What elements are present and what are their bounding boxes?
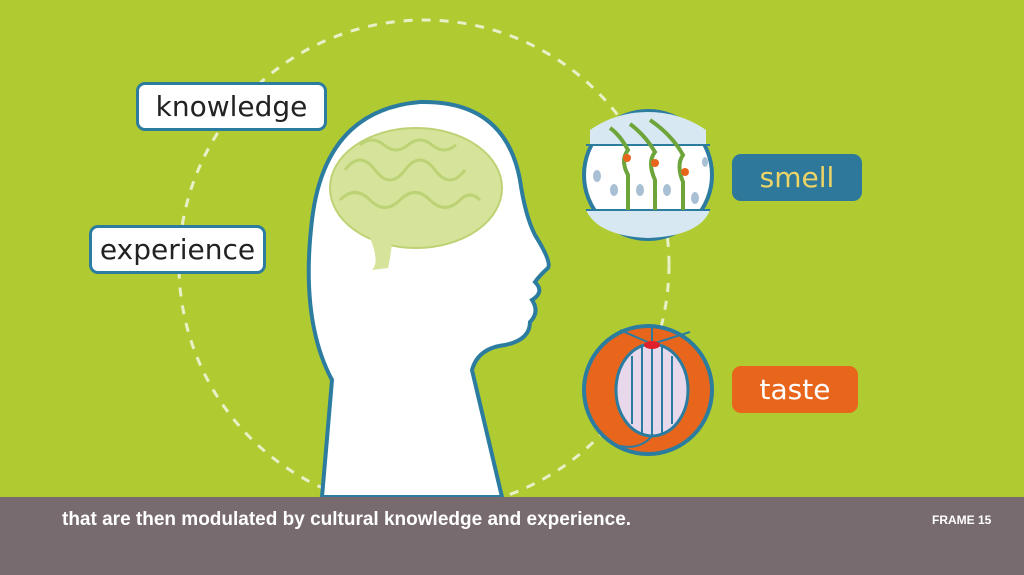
smell-label: smell	[732, 154, 862, 201]
caption-bar: that are then modulated by cultural know…	[0, 497, 1024, 575]
brain-icon	[329, 127, 503, 270]
taste-bud-icon	[582, 324, 714, 456]
caption-text: that are then modulated by cultural know…	[62, 509, 632, 530]
experience-label: experience	[89, 225, 266, 274]
olfactory-cells-icon	[582, 109, 714, 241]
taste-label: taste	[732, 366, 858, 413]
knowledge-label: knowledge	[136, 82, 327, 131]
frame-number: FRAME 15	[932, 513, 992, 527]
